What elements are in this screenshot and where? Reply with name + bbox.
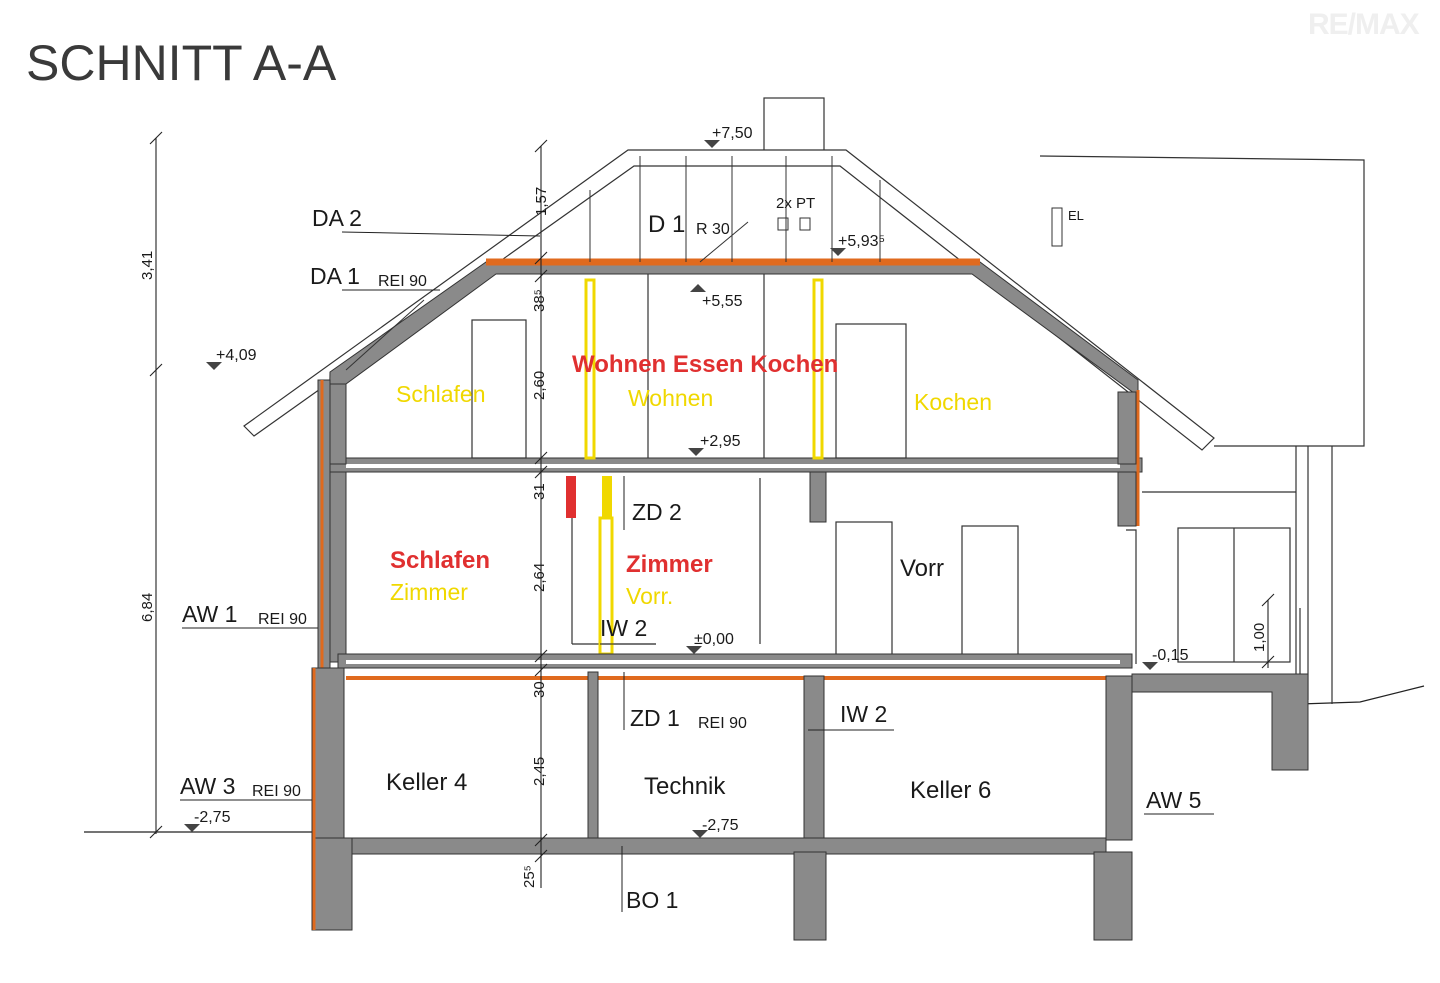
level-basement-left: -2,75 — [194, 809, 231, 826]
room-ground-mid-red: Zimmer — [626, 551, 713, 578]
label-el: EL — [1068, 208, 1084, 223]
dim-left-upper: 3,41 — [139, 251, 156, 280]
remax-watermark-logo: RE/MAX — [1308, 8, 1420, 41]
roof-structure — [243, 149, 1215, 471]
label-bo1: BO 1 — [626, 887, 678, 913]
room-upper-red: Wohnen Essen Kochen — [572, 351, 838, 378]
label-da2: DA 2 — [312, 205, 362, 231]
level-upper-floor: +2,95 — [700, 433, 741, 450]
label-zd1: ZD 1 — [630, 705, 680, 731]
dim-basement-height: 2,45 — [531, 757, 548, 786]
label-d1: D 1 — [648, 211, 685, 238]
label-zd2: ZD 2 — [632, 499, 682, 525]
slab-zd2 — [325, 457, 1143, 473]
label-zd1-rating: REI 90 — [698, 715, 747, 732]
room-ground-left-yellow: Zimmer — [390, 579, 468, 605]
level-basement-mid: -2,75 — [702, 817, 739, 834]
leader-lines — [180, 231, 1214, 912]
room-upper-right-yellow: Kochen — [914, 389, 992, 415]
room-ground-mid-yellow: Vorr. — [626, 583, 673, 609]
chimney — [763, 97, 825, 153]
dim-zd1-slab: 30 — [531, 681, 548, 698]
label-aw3: AW 3 — [180, 773, 235, 799]
dim-left-lower: 6,84 — [139, 593, 156, 622]
upper-doors — [471, 274, 907, 459]
basement-walls — [311, 667, 1133, 941]
label-d1-rating: R 30 — [696, 221, 730, 238]
room-upper-mid-yellow: Wohnen — [628, 385, 713, 411]
annex-building — [1039, 155, 1365, 704]
label-da1-rating: REI 90 — [378, 273, 427, 290]
room-upper-left-yellow: Schlafen — [396, 381, 486, 407]
level-markers — [184, 140, 1158, 838]
room-basement-mid: Technik — [644, 773, 726, 800]
label-aw1: AW 1 — [182, 601, 237, 627]
level-ground-floor: ±0,00 — [694, 631, 734, 648]
label-iw2-lower: IW 2 — [840, 701, 887, 727]
drawing-title: SCHNITT A-A — [26, 35, 337, 91]
level-attic: +5,93⁵ — [838, 233, 885, 250]
dim-floor-slab: 25⁵ — [521, 865, 538, 888]
dim-upper-height: 2,60 — [531, 371, 548, 400]
label-aw5: AW 5 — [1146, 787, 1201, 813]
dim-dach-slab: 38⁵ — [531, 289, 548, 312]
room-ground-left-red: Schlafen — [390, 547, 490, 574]
upper-floor-walls — [325, 383, 1137, 465]
label-aw3-rating: REI 90 — [252, 783, 301, 800]
dim-annex-rail: 1,00 — [1251, 623, 1268, 652]
label-pt: 2x PT — [776, 195, 815, 212]
dimension-lines — [149, 131, 1275, 888]
level-annex-floor: -0,15 — [1152, 647, 1189, 664]
dim-roof-top: 1,57 — [533, 187, 550, 216]
dim-ground-height: 2,64 — [531, 563, 548, 592]
level-eave: +4,09 — [216, 347, 257, 364]
slab-zd1 — [337, 653, 1133, 680]
red-wall-marker — [566, 476, 576, 518]
label-aw1-rating: REI 90 — [258, 611, 307, 628]
annex-slab — [1131, 673, 1309, 771]
upper-yellow-posts — [584, 278, 824, 460]
level-top-ceiling: +5,55 — [702, 293, 743, 310]
dim-zd2-slab: 31 — [531, 483, 548, 500]
level-ridge: +7,50 — [712, 125, 753, 142]
label-da1: DA 1 — [310, 263, 360, 289]
room-basement-left: Keller 4 — [386, 769, 467, 796]
room-basement-right: Keller 6 — [910, 777, 991, 804]
label-iw2-upper: IW 2 — [600, 615, 647, 641]
ground-line — [84, 685, 1425, 833]
room-ground-right: Vorr — [900, 555, 944, 582]
